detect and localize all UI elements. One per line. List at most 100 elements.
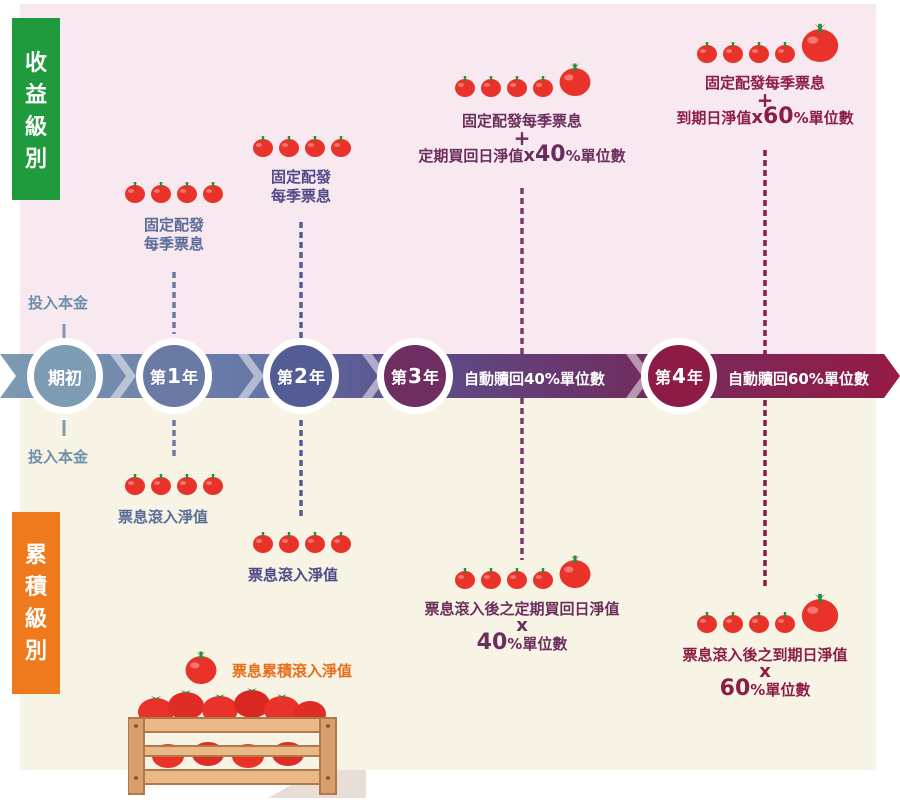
- y3-accum-percent: 40: [476, 630, 508, 655]
- tomato-icon: [775, 42, 795, 63]
- y1-accum-text: 票息滾入淨值: [118, 508, 209, 526]
- year1-number: 1: [167, 364, 181, 388]
- income-class-label: 收益級別: [24, 51, 47, 172]
- tomato-icon: [507, 568, 527, 589]
- y3-accum-text: 票息滾入後之定期買回日淨值 x 40%單位數: [392, 600, 652, 654]
- year4-suffix: 年: [686, 368, 703, 387]
- start-node: 期初: [27, 338, 103, 414]
- year2-number: 2: [294, 364, 308, 388]
- y3-income-line1: 固定配發每季票息: [461, 112, 582, 130]
- large-tomato-icon: [559, 63, 591, 96]
- y1-income-tomatoes: [124, 180, 224, 204]
- tomato-icon: [697, 42, 717, 63]
- tomato-icon: [533, 568, 553, 589]
- principal-label-top: 投入本金: [28, 294, 89, 312]
- y2-income-line2: 每季票息: [270, 187, 331, 205]
- tomato-icon: [151, 182, 171, 203]
- year1-prefix: 第: [150, 368, 167, 387]
- tomato-icon: [481, 568, 501, 589]
- tomato-icon: [203, 474, 223, 495]
- y4-income-units: %單位數: [793, 109, 854, 127]
- tomato-icon: [253, 136, 273, 157]
- tomato-icon: [723, 612, 743, 633]
- y4-income-percent: 60: [762, 104, 794, 129]
- year2-suffix: 年: [308, 368, 325, 387]
- y4-accum-line1: 票息滾入後之到期日淨值: [682, 646, 848, 664]
- tomato-icon: [203, 182, 223, 203]
- year4-prefix: 第: [655, 368, 672, 387]
- y1-income-line2: 每季票息: [143, 235, 204, 253]
- large-tomato-icon: [801, 593, 839, 632]
- tomato-icon: [723, 42, 743, 63]
- tomato-icon: [331, 532, 351, 553]
- tomato-crate-illustration: [128, 688, 366, 798]
- year3-suffix: 年: [422, 368, 439, 387]
- tomato-icon: [253, 532, 273, 553]
- tomato-icon: [455, 76, 475, 97]
- y4-income-tomatoes: [696, 20, 840, 64]
- y4-income-nav-text: 到期日淨值: [676, 109, 752, 127]
- tomato-icon: [775, 612, 795, 633]
- large-tomato-icon: [801, 23, 839, 62]
- y4-income-line2: 到期日淨值x60%單位數: [652, 104, 878, 129]
- crate-label-tomato: [184, 648, 218, 686]
- y3-accum-multiply: x: [516, 615, 528, 636]
- year4-redemption-text: 自動贖回60%單位數: [728, 370, 869, 388]
- tomato-icon: [305, 136, 325, 157]
- y3-accum-units: %單位數: [507, 635, 568, 653]
- tomato-icon: [125, 474, 145, 495]
- y4-income-multiply: x: [751, 107, 763, 128]
- large-tomato-icon: [185, 651, 217, 684]
- year2-prefix: 第: [277, 368, 294, 387]
- y4-income-text: 固定配發每季票息 + 到期日淨值x60%單位數: [652, 74, 878, 128]
- y3-income-percent: 40: [534, 142, 566, 167]
- tomato-icon: [177, 182, 197, 203]
- y3-income-text: 固定配發每季票息 + 定期買回日淨值x40%單位數: [392, 112, 652, 166]
- year4-number: 4: [672, 364, 686, 388]
- accumulation-class-label: 累積級別: [24, 543, 47, 664]
- y2-income-text: 固定配發 每季票息: [251, 168, 351, 206]
- principal-label-bottom: 投入本金: [28, 448, 89, 466]
- tomato-icon: [507, 76, 527, 97]
- tomato-icon: [331, 136, 351, 157]
- y3-income-units: %單位數: [565, 147, 626, 165]
- y3-income-nav-text: 定期買回日淨值: [418, 147, 524, 165]
- tomato-icon: [481, 76, 501, 97]
- tomato-icon: [455, 568, 475, 589]
- y1-income-line1: 固定配發: [143, 216, 204, 234]
- large-tomato-icon: [559, 555, 591, 588]
- y2-accum-text: 票息滾入淨值: [248, 566, 339, 584]
- y3-income-plus: +: [513, 126, 531, 150]
- y3-accum-tomatoes: [454, 552, 592, 590]
- tomato-icon: [279, 136, 299, 157]
- y4-accum-tomatoes: [696, 590, 840, 634]
- tomato-icon: [151, 474, 171, 495]
- tomato-icon: [125, 182, 145, 203]
- y4-income-line1: 固定配發每季票息: [704, 74, 825, 92]
- tomato-icon: [749, 612, 769, 633]
- y1-income-text: 固定配發 每季票息: [124, 216, 224, 254]
- income-class-tab: 收益級別: [12, 18, 60, 200]
- y3-income-tomatoes: [454, 60, 592, 98]
- start-label: 期初: [48, 368, 82, 389]
- y4-accum-line2: 60%單位數: [652, 676, 878, 701]
- y3-income-multiply: x: [523, 145, 535, 166]
- y4-accum-text: 票息滾入後之到期日淨值 x 60%單位數: [652, 646, 878, 700]
- tomato-icon: [305, 532, 325, 553]
- y4-accum-percent: 60: [719, 676, 751, 701]
- accumulation-class-tab: 累積級別: [12, 512, 60, 694]
- tomato-icon: [697, 612, 717, 633]
- y3-income-line2: 定期買回日淨值x40%單位數: [392, 142, 652, 167]
- crate-label: 票息累積滾入淨值: [232, 662, 353, 680]
- y3-accum-line1: 票息滾入後之定期買回日淨值: [424, 600, 620, 618]
- y4-accum-units: %單位數: [750, 681, 811, 699]
- y4-income-plus: +: [756, 88, 774, 112]
